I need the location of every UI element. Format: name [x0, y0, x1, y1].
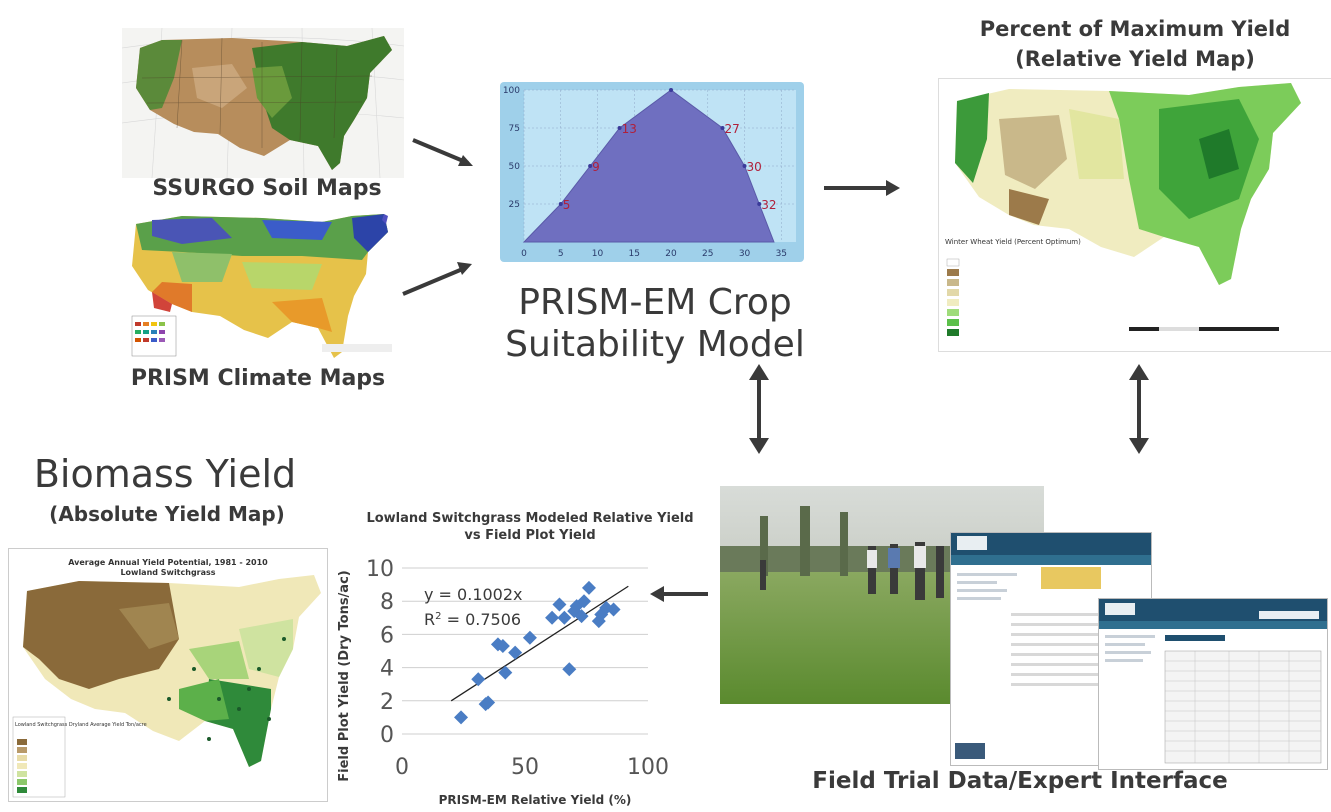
biomass-map-title-1: Average Annual Yield Potential, 1981 - 2… [68, 558, 268, 567]
y-axis-label: Field Plot Yield (Dry Tons/ac) [337, 570, 352, 781]
data-point [481, 695, 496, 710]
suitability-point [742, 164, 747, 168]
data-point [557, 610, 572, 625]
biomass-yield-map: Average Annual Yield Potential, 1981 - 2… [8, 548, 328, 802]
r-squared-label: R2 = 0.7506 [424, 610, 521, 629]
biomass-map-title-2: Lowland Switchgrass [120, 568, 215, 577]
data-point [471, 672, 486, 687]
arrow-model-to-relative-icon [824, 180, 900, 196]
scatter-chart: 0 2 4 6 8 10 0 50 100 y = 0.1002x R2 = 0.7506 F… [330, 548, 710, 808]
model-title-line1: PRISM-EM Crop [518, 282, 792, 323]
x-tick-label: 50 [511, 755, 539, 780]
suitability-point [588, 164, 593, 168]
double-arrow-model-icon [749, 364, 769, 454]
x-axis-label: PRISM-EM Relative Yield (%) [439, 793, 632, 807]
suitability-x-tick: 25 [702, 249, 713, 259]
arrow-soil-to-model-icon [412, 138, 473, 166]
x-tick-label: 100 [627, 755, 669, 780]
scatter-title-line: Lowland Switchgrass Modeled Relative Yie… [366, 511, 694, 543]
data-point [574, 609, 589, 624]
relative-map-title-line2: (Relative Yield Map) [1015, 47, 1255, 71]
model-title: PRISM-EM Crop Suitability Model [470, 282, 840, 366]
x-tick-label: 0 [395, 755, 409, 780]
data-point [495, 639, 510, 654]
suitability-y-tick: 75 [509, 124, 520, 134]
model-title-line2: Suitability Model [505, 324, 805, 365]
y-tick-label: 2 [380, 690, 394, 715]
suitability-point [757, 202, 762, 206]
arrow-climate-to-model-icon [402, 262, 472, 296]
suitability-point [720, 126, 725, 130]
suitability-point [669, 88, 674, 92]
suitability-x-tick: 10 [592, 249, 604, 259]
biomass-title: Biomass Yield [33, 452, 297, 496]
y-tick-label: 4 [380, 657, 394, 682]
suitability-y-tick: 100 [503, 86, 520, 96]
y-tick-label: 6 [380, 623, 394, 648]
data-point [545, 610, 560, 625]
y-tick-label: 10 [366, 557, 394, 582]
suitability-x-tick: 20 [665, 249, 677, 259]
data-point [454, 710, 469, 725]
y-tick-label: 0 [380, 723, 394, 748]
prism-climate-map [122, 212, 404, 372]
relative-legend-title: Winter Wheat Yield (Percent Optimum) [945, 238, 1081, 246]
suitability-chart: 5 9 13 27 30 32 0 5 10 15 20 25 30 35 25 50 75 100 [500, 82, 804, 262]
suitability-point-label: 27 [724, 122, 739, 136]
suitability-x-tick: 5 [558, 249, 564, 259]
suitability-point [558, 202, 563, 206]
suitability-point-label: 5 [563, 198, 571, 212]
data-point [498, 665, 513, 680]
suitability-point-label: 32 [761, 198, 776, 212]
suitability-point [617, 126, 622, 130]
biomass-legend-title: Lowland Switchgrass Dryland Average Yiel… [15, 722, 147, 728]
suitability-x-tick: 35 [776, 249, 787, 259]
relative-map-title-line1: Percent of Maximum Yield [979, 17, 1291, 41]
suitability-point-label: 13 [622, 122, 637, 136]
relative-yield-map: Winter Wheat Yield (Percent Optimum) [938, 78, 1331, 352]
relative-map-title: Percent of Maximum Yield (Relative Yield… [940, 14, 1330, 74]
data-point [552, 597, 567, 612]
arrow-field-to-chart-icon [650, 586, 708, 602]
kdf-web-screen-2 [1098, 598, 1328, 770]
data-point [591, 614, 606, 629]
prism-climate-label: PRISM Climate Maps [130, 366, 386, 391]
biomass-subtitle: (Absolute Yield Map) [49, 502, 285, 526]
suitability-x-tick: 0 [521, 249, 527, 259]
data-point [569, 599, 584, 614]
field-trial-label: Field Trial Data/Expert Interface [812, 768, 1228, 794]
suitability-y-tick: 50 [509, 162, 521, 172]
double-arrow-relative-icon [1129, 364, 1149, 454]
suitability-x-tick: 30 [739, 249, 751, 259]
data-point [594, 607, 609, 622]
data-point [581, 580, 596, 595]
suitability-x-tick: 15 [629, 249, 640, 259]
data-point [606, 602, 621, 617]
data-point [508, 645, 523, 660]
trendline-equation: y = 0.1002x [424, 585, 523, 604]
suitability-point-label: 9 [592, 160, 600, 174]
scatter-title: Lowland Switchgrass Modeled Relative Yie… [330, 510, 730, 544]
ssurgo-soil-map [122, 28, 404, 178]
suitability-point-label: 30 [747, 160, 762, 174]
data-point [522, 630, 537, 645]
ssurgo-label: SSURGO Soil Maps [152, 176, 382, 201]
suitability-y-tick: 25 [509, 200, 520, 210]
y-tick-label: 8 [380, 590, 394, 615]
data-point [562, 662, 577, 677]
